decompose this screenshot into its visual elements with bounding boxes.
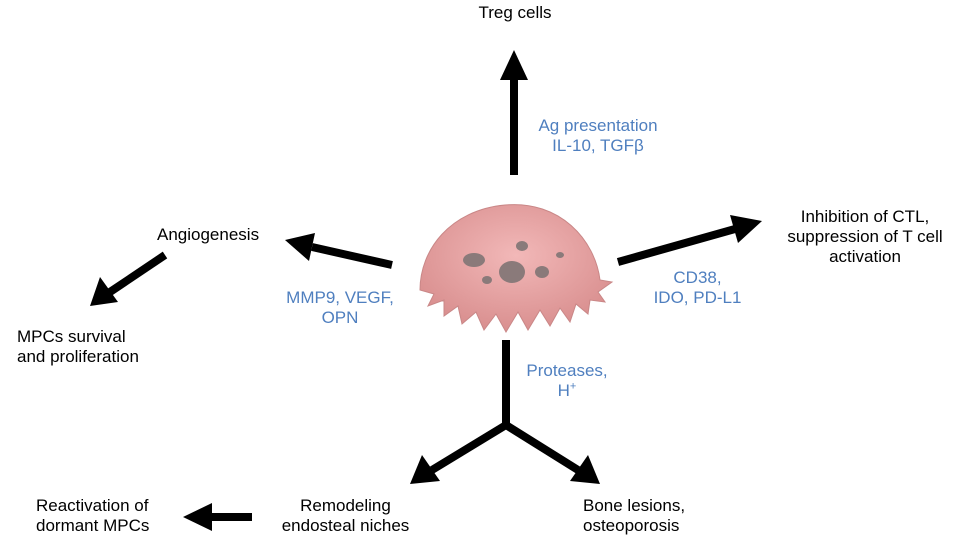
bone-mediators-label: Proteases, H+ [526,361,608,400]
remodeling-niches-label: Remodeling endosteal niches [281,496,410,535]
reactivation-label: Reactivation of dormant MPCs [36,496,150,535]
treg-mediators-label: Ag presentation IL-10, TGFβ [538,116,658,155]
myeloma-cell-icon [419,204,614,333]
mpc-survival-label: MPCs survival and proliferation [17,327,139,366]
treg-cells-label: Treg cells [478,3,552,22]
angiogenesis-label: Angiogenesis [157,225,260,244]
arrow-to-remodeling [410,421,509,484]
arrow-to-angiogenesis [285,233,393,269]
ctl-inhibition-label: Inhibition of CTL, suppression of T cell… [787,207,943,266]
ctl-mediators-label: CD38, IDO, PD-L1 [653,268,742,307]
arrow-to-ctl [616,215,762,266]
angiogenesis-mediators-label: MMP9, VEGF, OPN [286,288,394,327]
arrow-to-mpc-survival [90,251,168,306]
proton-superscript: + [569,380,577,393]
bone-lesions-label: Bone lesions, osteoporosis [583,496,686,535]
arrow-to-bone-lesions [503,421,600,484]
proton-symbol: H [557,381,570,400]
arrow-to-reactivation [183,503,252,531]
arrow-to-treg [500,50,528,175]
